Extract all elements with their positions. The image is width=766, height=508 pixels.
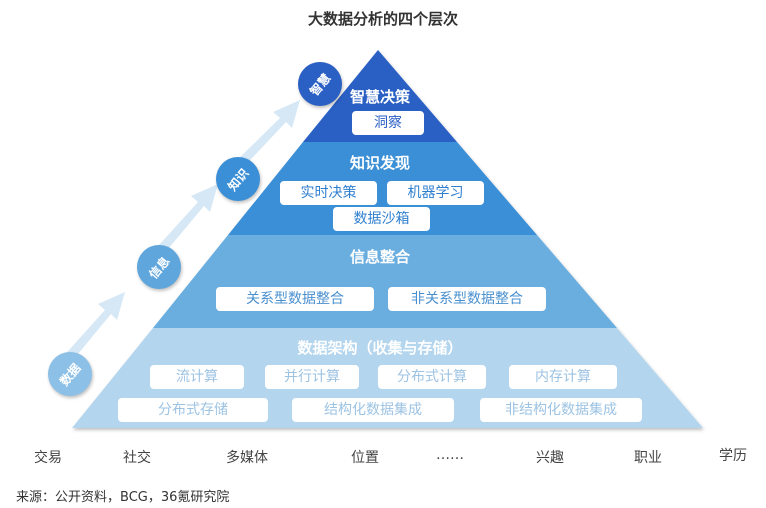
layer-item: 并行计算 bbox=[265, 365, 359, 389]
layer-title: 信息整合 bbox=[349, 248, 410, 266]
arrow bbox=[60, 292, 125, 366]
step-circle-data: 数据 bbox=[48, 352, 92, 396]
step-label: 数据 bbox=[57, 360, 84, 389]
layer-item: 非结构化数据集成 bbox=[480, 398, 642, 422]
diagram-title: 大数据分析的四个层次 bbox=[307, 10, 458, 28]
layer-title: 智慧决策 bbox=[349, 88, 410, 106]
arrow bbox=[150, 184, 218, 261]
layer-title: 知识发现 bbox=[349, 154, 410, 172]
base-label: 兴趣 bbox=[536, 450, 564, 466]
layer-item: 非关系型数据整合 bbox=[388, 287, 546, 311]
step-circle-wisdom: 智慧 bbox=[298, 62, 342, 106]
base-label: 交易 bbox=[34, 450, 62, 466]
layer-item: 机器学习 bbox=[387, 181, 484, 205]
progress-arrows bbox=[60, 100, 300, 366]
layer-item: 洞察 bbox=[352, 111, 424, 135]
layer-knowledge bbox=[228, 142, 537, 235]
arrow bbox=[232, 100, 300, 171]
step-circle-knowledge: 知识 bbox=[216, 157, 260, 201]
source-note: 来源：公开资料，BCG，36氪研究院 bbox=[16, 490, 230, 505]
base-label: 位置 bbox=[351, 450, 379, 466]
layer-item: 分布式计算 bbox=[378, 365, 486, 389]
layer-item: 结构化数据集成 bbox=[292, 398, 454, 422]
layer-item: 内存计算 bbox=[509, 365, 617, 389]
layer-item: 实时决策 bbox=[280, 181, 377, 205]
layer-item: 流计算 bbox=[150, 365, 244, 389]
layer-title: 数据架构（收集与存储） bbox=[297, 339, 463, 357]
base-label: 职业 bbox=[634, 450, 662, 466]
layer-item: 关系型数据整合 bbox=[216, 287, 374, 311]
step-label: 信息 bbox=[146, 253, 173, 282]
step-circle-information: 信息 bbox=[137, 245, 181, 289]
base-label: 学历 bbox=[719, 448, 747, 464]
base-label: 社交 bbox=[123, 450, 151, 466]
layer-item: 分布式存储 bbox=[118, 398, 268, 422]
step-label: 知识 bbox=[225, 165, 252, 194]
layer-item: 数据沙箱 bbox=[333, 207, 430, 231]
base-label: …… bbox=[436, 447, 464, 463]
base-label: 多媒体 bbox=[226, 450, 268, 466]
